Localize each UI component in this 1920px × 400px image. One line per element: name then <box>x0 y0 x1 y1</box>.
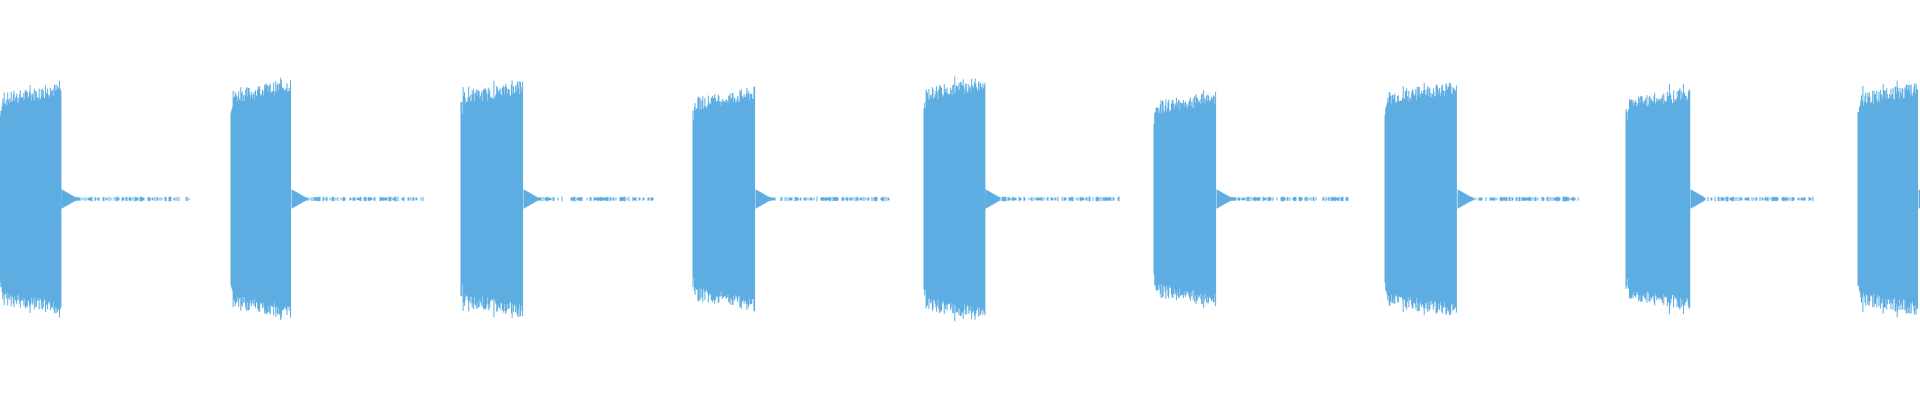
waveform-group <box>0 76 1920 322</box>
